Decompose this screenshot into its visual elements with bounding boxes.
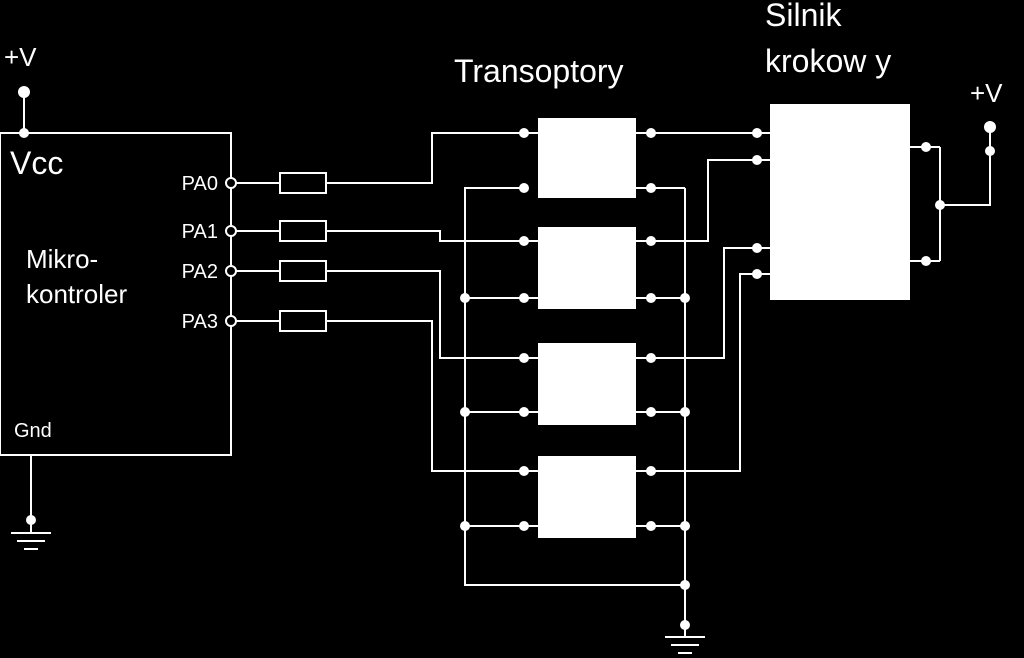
terminal-dot-icon bbox=[18, 86, 30, 98]
terminal-dot-icon bbox=[752, 128, 762, 138]
pin-pa1-terminal bbox=[225, 225, 237, 237]
terminal-dot-icon bbox=[935, 200, 945, 210]
optocoupler-1 bbox=[538, 118, 636, 198]
input-common-bus bbox=[464, 187, 685, 586]
terminal-dot-icon bbox=[519, 521, 529, 531]
terminal-dot-icon bbox=[680, 580, 690, 590]
microcontroller-block bbox=[0, 132, 232, 456]
vcc-pin-label: Vcc bbox=[10, 145, 63, 181]
pin-label-pa0: PA0 bbox=[182, 173, 218, 195]
terminal-dot-icon bbox=[519, 183, 529, 193]
terminal-dot-icon bbox=[519, 407, 529, 417]
terminal-dot-icon bbox=[646, 407, 656, 417]
terminal-dot-icon bbox=[680, 407, 690, 417]
pin-pa0-terminal bbox=[225, 177, 237, 189]
pa3-wire-b bbox=[326, 320, 538, 472]
terminal-dot-icon bbox=[984, 121, 996, 133]
terminal-dot-icon bbox=[460, 293, 470, 303]
mcu-label-line1: Mikro- bbox=[26, 244, 98, 274]
transoptors-label: Transoptory bbox=[454, 53, 624, 89]
terminal-dot-icon bbox=[460, 521, 470, 531]
vcc-supply-label: +V bbox=[4, 42, 37, 72]
opto3-to-motor bbox=[636, 247, 770, 359]
opto2-to-motor bbox=[636, 159, 770, 242]
terminal-dot-icon bbox=[646, 128, 656, 138]
terminal-dot-icon bbox=[646, 293, 656, 303]
terminal-dot-icon bbox=[519, 466, 529, 476]
pin-pa2-terminal bbox=[225, 265, 237, 277]
terminal-dot-icon bbox=[752, 243, 762, 253]
optocoupler-3 bbox=[538, 343, 636, 425]
optocoupler-2 bbox=[538, 227, 636, 309]
pa2-wire-b bbox=[326, 270, 538, 359]
motor-label-line2: krokow y bbox=[765, 43, 891, 79]
terminal-dot-icon bbox=[646, 521, 656, 531]
optocoupler-4 bbox=[538, 456, 636, 538]
resistor-icon bbox=[279, 172, 327, 194]
pin-label-pa2: PA2 bbox=[182, 261, 218, 283]
pa1-wire-b bbox=[326, 230, 538, 242]
pa0-wire-b bbox=[326, 132, 538, 184]
resistor-icon bbox=[279, 220, 327, 242]
motor-supply-wire bbox=[940, 127, 991, 206]
ground-icon bbox=[665, 625, 705, 654]
opto4-to-motor bbox=[636, 273, 770, 472]
terminal-dot-icon bbox=[646, 183, 656, 193]
pin-label-pa3: PA3 bbox=[182, 311, 218, 333]
terminal-dot-icon bbox=[646, 353, 656, 363]
stepper-motor-block bbox=[770, 104, 910, 300]
terminal-dot-icon bbox=[921, 142, 931, 152]
terminal-dot-icon bbox=[646, 466, 656, 476]
terminal-dot-icon bbox=[519, 128, 529, 138]
terminal-dot-icon bbox=[519, 293, 529, 303]
terminal-dot-icon bbox=[752, 155, 762, 165]
terminal-dot-icon bbox=[460, 407, 470, 417]
terminal-dot-icon bbox=[19, 128, 29, 138]
terminal-dot-icon bbox=[680, 293, 690, 303]
resistor-icon bbox=[279, 260, 327, 282]
terminal-dot-icon bbox=[26, 515, 36, 525]
pin-label-pa1: PA1 bbox=[182, 221, 218, 243]
terminal-dot-icon bbox=[519, 353, 529, 363]
terminal-dot-icon bbox=[752, 269, 762, 279]
mcu-label-line2: kontroler bbox=[26, 279, 127, 309]
terminal-dot-icon bbox=[921, 256, 931, 266]
motor-supply-label: +V bbox=[970, 78, 1003, 108]
terminal-dot-icon bbox=[680, 620, 690, 630]
gnd-pin-label: Gnd bbox=[14, 420, 52, 442]
terminal-dot-icon bbox=[985, 146, 995, 156]
terminal-dot-icon bbox=[646, 236, 656, 246]
resistor-icon bbox=[279, 310, 327, 332]
motor-label-line1: Silnik bbox=[765, 0, 842, 33]
pin-pa3-terminal bbox=[225, 315, 237, 327]
terminal-dot-icon bbox=[519, 236, 529, 246]
terminal-dot-icon bbox=[680, 521, 690, 531]
